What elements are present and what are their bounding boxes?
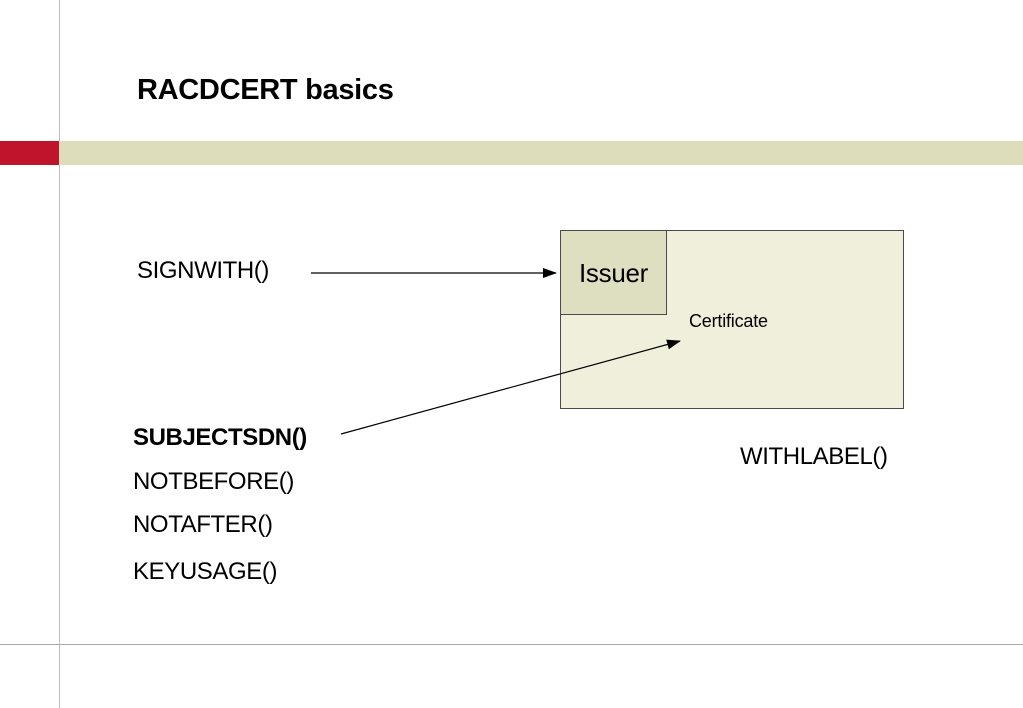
withlabel-label: WITHLABEL() [740,443,888,470]
keyusage-label: KEYUSAGE() [133,558,278,585]
footer-rule [0,644,1023,645]
title-band [59,141,1023,165]
issuer-label: Issuer [579,258,649,288]
notbefore-label: NOTBEFORE() [133,468,294,495]
issuer-box [560,230,667,315]
signwith-label: SIGNWITH() [137,257,269,284]
subjectsdn-arrow [340,339,681,435]
notafter-label: NOTAFTER() [133,511,273,538]
left-vertical-rule [59,0,60,708]
slide-title: RACDCERT basics [137,74,394,106]
subjectsdn-label: SUBJECTSDN() [133,424,307,451]
title-band-accent [0,141,59,165]
certificate-label: Certificate [689,311,768,331]
